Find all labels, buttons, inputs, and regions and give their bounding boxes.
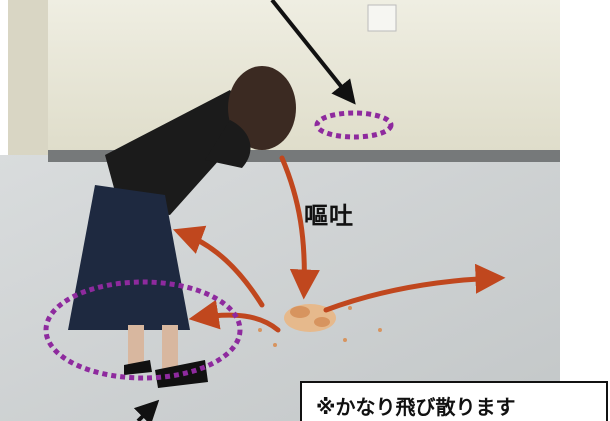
pointer-arrow-bottom [133,399,160,421]
wall-ellipse [314,110,394,140]
caption-text: ※かなり飛び散ります [316,395,516,419]
right-arrow [323,263,506,313]
person-bending [68,66,296,388]
wall-paper-notice [367,4,397,32]
left-arrow [188,299,281,333]
vomit-label: 嘔吐 [304,202,354,230]
caption-box: ※かなり飛び散ります [300,381,608,421]
feet-ellipse [43,279,243,381]
door-frame [8,0,48,168]
spread-arrows [172,155,506,333]
pointer-arrow-top [270,0,356,105]
vomit-splatter [258,304,382,347]
down-arrow [279,155,320,300]
upper-left-arrow [172,225,265,308]
